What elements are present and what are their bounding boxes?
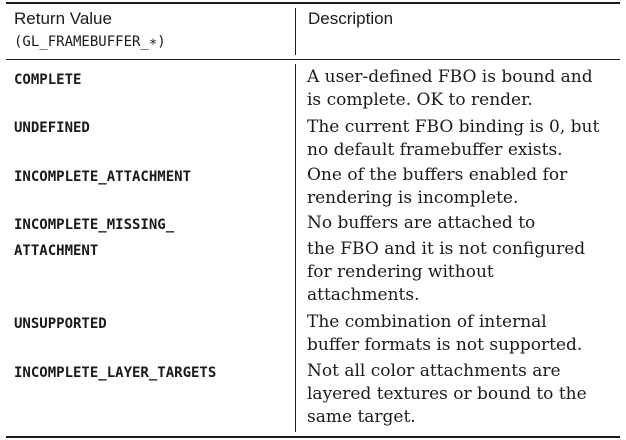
description-line: Not all color attachments are bbox=[307, 361, 561, 381]
table-top-rule bbox=[6, 2, 620, 4]
description-line: layered textures or bound to the bbox=[307, 384, 587, 404]
return-value-cell: INCOMPLETE_LAYER_TARGETS bbox=[14, 365, 217, 381]
description-line: rendering is incomplete. bbox=[307, 188, 519, 208]
description-line: attachments. bbox=[307, 285, 420, 305]
description-line: is complete. OK to render. bbox=[307, 90, 533, 110]
description-line: No buffers are attached to bbox=[307, 213, 536, 233]
description-line: The current FBO binding is 0, but bbox=[307, 117, 600, 137]
description-line: for rendering without bbox=[307, 262, 494, 282]
return-value-cell: COMPLETE bbox=[14, 72, 82, 88]
return-value-cell: UNSUPPORTED bbox=[14, 316, 107, 332]
body-column-divider bbox=[295, 64, 296, 432]
description-line: The combination of internal bbox=[307, 312, 547, 332]
return-value-cell-continued: ATTACHMENT bbox=[14, 243, 99, 259]
description-line: buffer formats is not supported. bbox=[307, 335, 583, 355]
description-line: the FBO and it is not configured bbox=[307, 239, 586, 259]
header-column-divider bbox=[295, 8, 296, 55]
description-line: A user-defined FBO is bound and bbox=[307, 67, 593, 87]
description-line: same target. bbox=[307, 407, 416, 427]
header-description: Description bbox=[308, 9, 394, 28]
description-line: no default framebuffer exists. bbox=[307, 140, 563, 160]
return-value-cell: INCOMPLETE_MISSING_ bbox=[14, 217, 175, 233]
description-line: One of the buffers enabled for bbox=[307, 165, 568, 185]
return-value-cell: INCOMPLETE_ATTACHMENT bbox=[14, 169, 192, 185]
return-value-cell: UNDEFINED bbox=[14, 120, 90, 136]
header-separator-rule bbox=[6, 59, 620, 60]
header-return-value: Return Value bbox=[14, 9, 112, 28]
header-return-value-prefix: (GL_FRAMEBUFFER_∗) bbox=[14, 34, 166, 50]
table-bottom-rule bbox=[6, 436, 620, 438]
